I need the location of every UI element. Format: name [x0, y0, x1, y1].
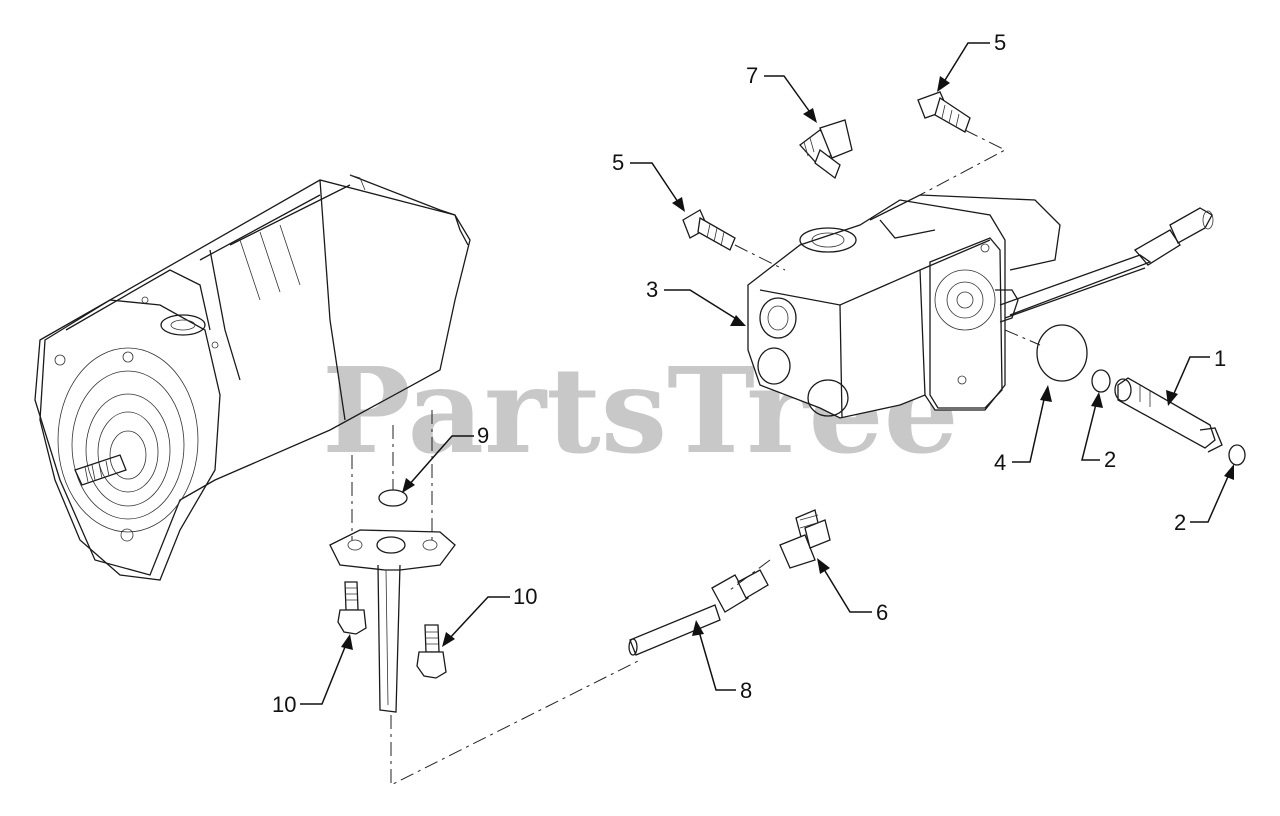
callouts: 1 2 2 3 4 5 5 6 7 8: [272, 30, 1234, 717]
suction-flange: [329, 529, 456, 713]
o-ring-large: [1036, 324, 1088, 382]
callout-4: 4: [994, 450, 1006, 475]
o-ring-small-b: [1228, 444, 1246, 466]
bolt-10-right: [416, 624, 447, 679]
fitting-5-left: [682, 209, 736, 251]
leader-10b: [300, 641, 348, 705]
elbow-fitting-6: [779, 509, 831, 569]
leader-6: [821, 565, 872, 613]
leader-2a: [1081, 399, 1100, 461]
fitting-5-upper: [917, 91, 971, 133]
hydraulic-pump: [34, 174, 471, 581]
callout-10a: 10: [513, 584, 537, 609]
hydraulic-tube-8: [628, 569, 769, 656]
leader-5a: [941, 42, 990, 86]
leader-1: [1171, 356, 1210, 399]
callout-2b: 2: [1174, 510, 1186, 535]
spool-pin: [1114, 377, 1223, 453]
leader-10a: [447, 596, 510, 641]
callout-2a: 2: [1104, 447, 1116, 472]
leader-2b: [1190, 471, 1231, 523]
leader-9: [407, 435, 474, 487]
elbow-fitting-7: [799, 119, 853, 180]
alignment-lines: [351, 129, 1041, 786]
leader-4: [1012, 394, 1046, 463]
callout-1: 1: [1214, 346, 1226, 371]
callout-8: 8: [740, 678, 752, 703]
callout-6: 6: [876, 600, 888, 625]
leader-8: [697, 627, 736, 691]
callout-5a: 5: [994, 30, 1006, 55]
callout-9: 9: [477, 423, 489, 448]
callout-7: 7: [746, 63, 758, 88]
leader-3: [664, 289, 739, 321]
callout-10b: 10: [272, 692, 296, 717]
leader-5b: [630, 162, 681, 206]
callout-5b: 5: [612, 150, 624, 175]
o-ring-small-a: [1091, 369, 1111, 393]
bolt-10-left: [337, 581, 367, 635]
leader-7: [764, 75, 813, 116]
callout-3: 3: [646, 277, 658, 302]
control-valve: [747, 194, 1214, 419]
